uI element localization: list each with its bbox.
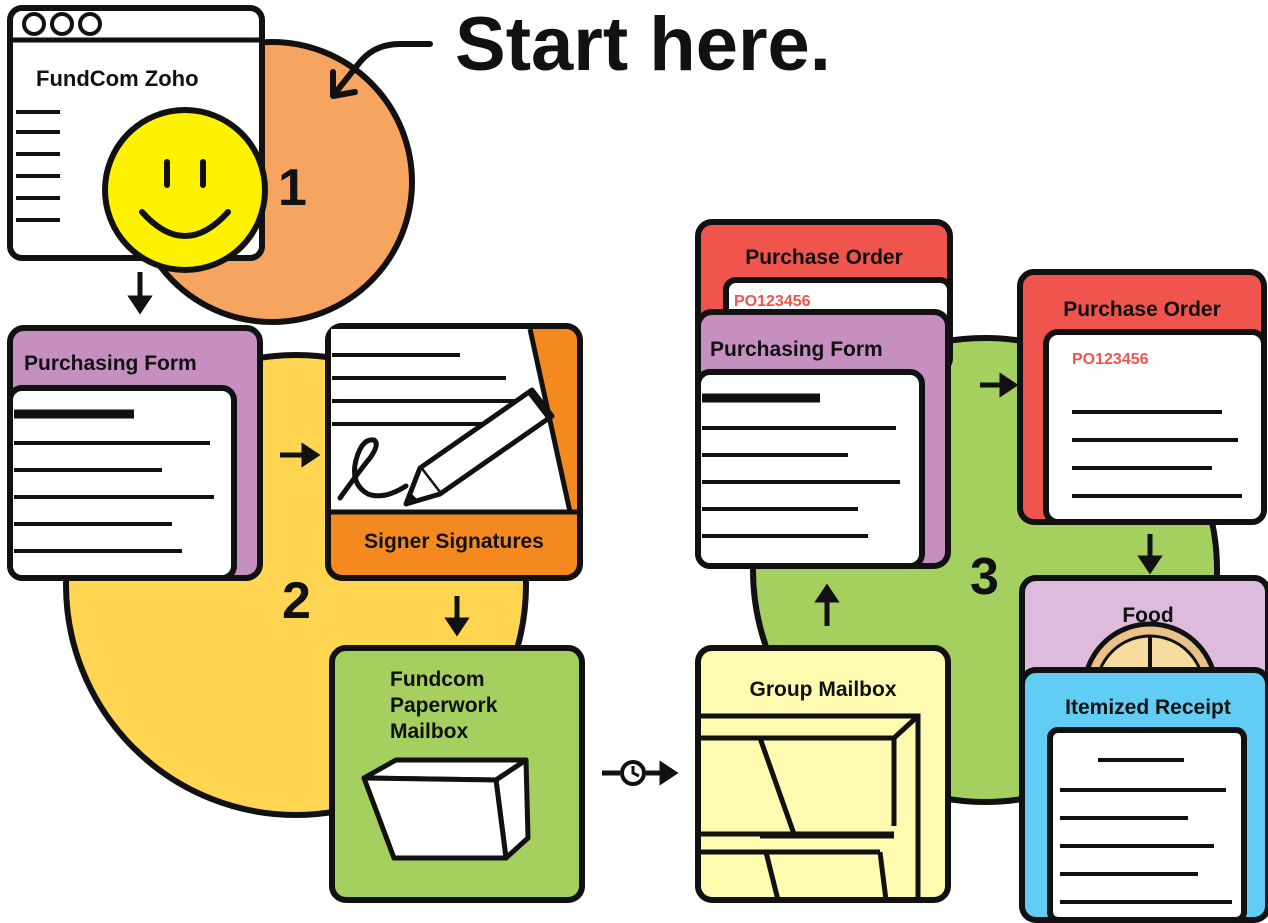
mailbox-label-line-1: Fundcom: [390, 668, 485, 691]
po-number: PO123456: [1072, 351, 1149, 368]
arrow-down-1: [127, 272, 153, 315]
step-number-2: 2: [282, 572, 311, 630]
arrow-up-3: [814, 583, 840, 626]
arrow-clock-right: [602, 760, 679, 786]
mailbox-label-line-2: Paperwork: [390, 694, 498, 717]
itemized-receipt-label: Itemized Receipt: [1065, 696, 1231, 719]
window-menu-lines: [16, 110, 60, 222]
purchase-order-back-label: Purchase Order: [745, 246, 903, 269]
arrow-right-1: [280, 442, 321, 468]
food-label: Food: [1122, 604, 1173, 627]
pen-icon: [403, 387, 555, 507]
purchasing-form-card: Purchasing Form: [7, 325, 263, 581]
mailbox-label-line-3: Mailbox: [390, 720, 468, 743]
signature-scribble: [337, 437, 409, 501]
headline: Start here.: [455, 2, 831, 87]
purchasing-form-label: Purchasing Form: [24, 352, 197, 375]
mail-slots-icon: [698, 713, 921, 901]
itemized-receipt-card: Itemized Receipt: [1019, 667, 1268, 923]
purchasing-form-3-label: Purchasing Form: [710, 338, 883, 361]
step-number-1: 1: [278, 159, 307, 217]
window-title: FundCom Zoho: [36, 66, 199, 91]
group-mailbox-card: Group Mailbox: [695, 645, 951, 903]
po-number-back: PO123456: [734, 293, 811, 310]
arrow-down-2: [444, 596, 470, 637]
mailbox-tray-icon: [361, 757, 531, 861]
window-dot-icon: [78, 12, 102, 36]
group-mailbox-label: Group Mailbox: [750, 678, 897, 701]
window-dot-icon: [22, 12, 46, 36]
arrow-right-3: [980, 372, 1019, 398]
step-number-3: 3: [970, 548, 999, 606]
start-arrow: [330, 41, 433, 99]
purchasing-form-card-3: Purchasing Form: [695, 309, 951, 569]
signer-signatures-card: Signer Signatures: [325, 323, 583, 581]
purchase-order-label: Purchase Order: [1063, 298, 1221, 321]
purchase-order-card: Purchase Order PO123456: [1017, 269, 1267, 525]
signer-signatures-label: Signer Signatures: [364, 530, 544, 553]
smiley-icon: [102, 107, 268, 273]
paperwork-mailbox-card: Fundcom Paperwork Mailbox: [329, 645, 585, 903]
arrow-down-3: [1137, 534, 1163, 575]
window-dot-icon: [50, 12, 74, 36]
